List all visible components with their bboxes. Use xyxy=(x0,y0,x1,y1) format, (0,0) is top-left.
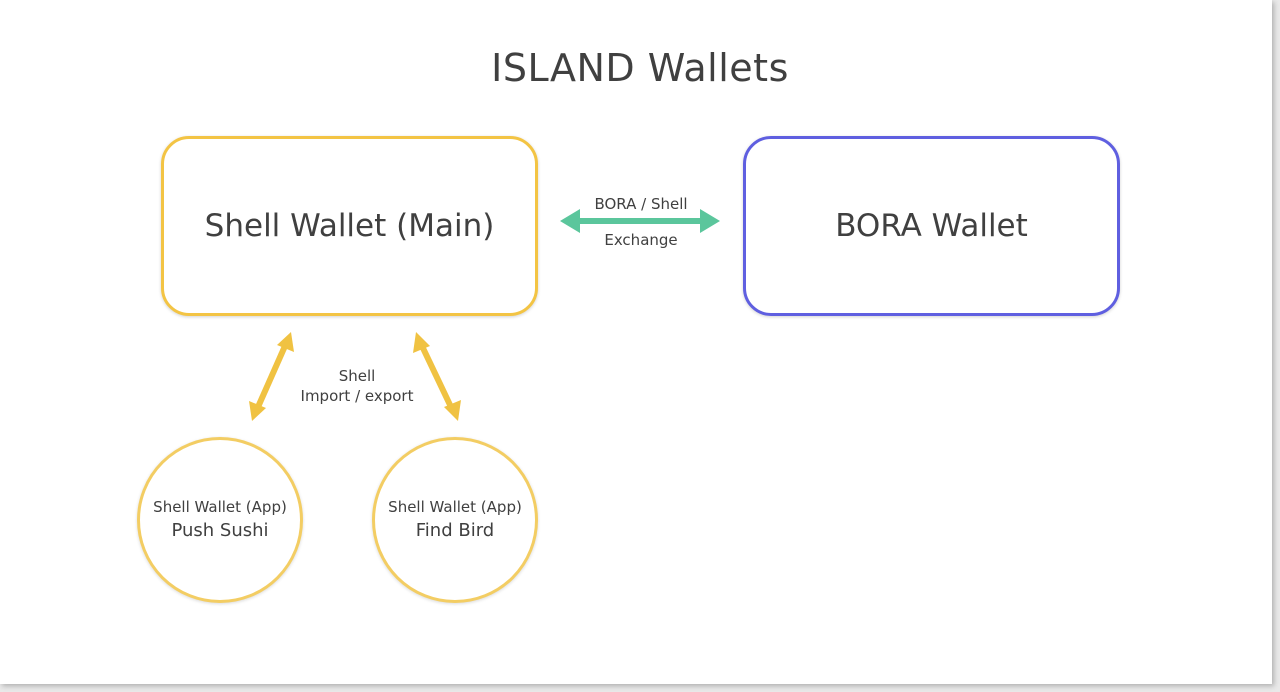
app-circle-find-bird: Shell Wallet (App) Find Bird xyxy=(372,437,538,603)
import-export-label-line1: Shell xyxy=(338,367,376,385)
app-subtitle: Shell Wallet (App) xyxy=(153,498,287,516)
app-circle-push-sushi: Shell Wallet (App) Push Sushi xyxy=(137,437,303,603)
app-name: Find Bird xyxy=(415,520,495,541)
app-name: Push Sushi xyxy=(171,520,269,541)
bora-wallet-box: BORA Wallet xyxy=(743,136,1120,316)
exchange-label: Exchange xyxy=(604,231,678,249)
shell-wallet-main-label: Shell Wallet (Main) xyxy=(204,208,495,244)
exchange-label-pair: BORA / Shell xyxy=(594,195,688,213)
import-export-label: Shell Import / export xyxy=(290,366,424,406)
diagram-title: ISLAND Wallets xyxy=(491,46,789,90)
import-export-label-line2: Import / export xyxy=(300,387,414,405)
app-subtitle: Shell Wallet (App) xyxy=(388,498,522,516)
shell-wallet-main-box: Shell Wallet (Main) xyxy=(161,136,538,316)
bora-wallet-label: BORA Wallet xyxy=(835,208,1028,244)
